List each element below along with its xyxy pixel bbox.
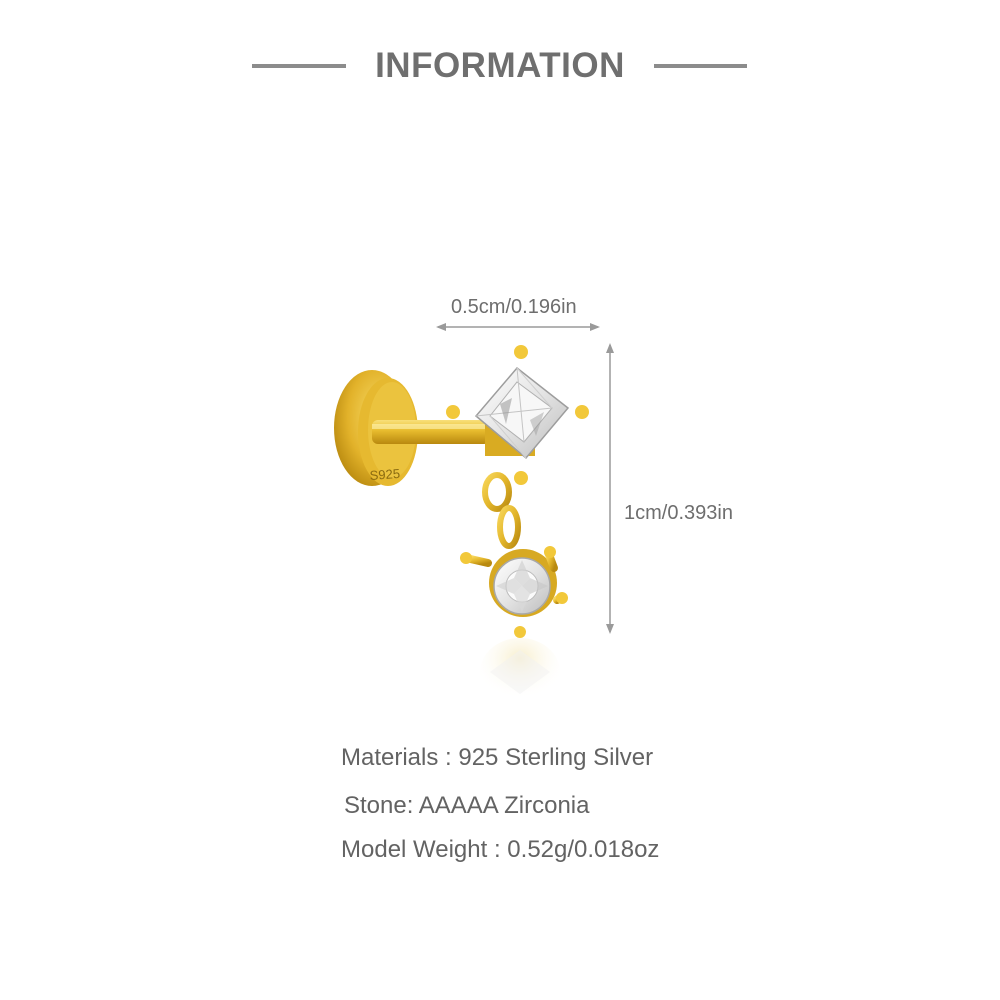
round-zirconia-stone: [493, 557, 551, 615]
chain-links: [482, 472, 521, 549]
page-header: INFORMATION: [0, 40, 1000, 94]
height-dimension-arrow: [606, 343, 614, 634]
earring-bar: [372, 420, 490, 444]
height-dimension-label: 1cm/0.393in: [624, 502, 733, 524]
weight-spec: Model Weight : 0.52g/0.018oz: [341, 836, 660, 863]
stone-spec: Stone: AAAAA Zirconia: [344, 792, 590, 819]
earring-reflection: [480, 638, 560, 706]
header-rule-left: [252, 64, 346, 68]
width-dimension-arrow: [436, 323, 600, 331]
s925-stamp: S925: [369, 466, 400, 483]
page-title: INFORMATION: [375, 46, 625, 85]
square-zirconia-stone: [474, 366, 570, 460]
header-rule-right: [654, 64, 747, 68]
materials-spec: Materials : 925 Sterling Silver: [341, 744, 654, 771]
width-dimension-label: 0.5cm/0.196in: [451, 296, 577, 318]
